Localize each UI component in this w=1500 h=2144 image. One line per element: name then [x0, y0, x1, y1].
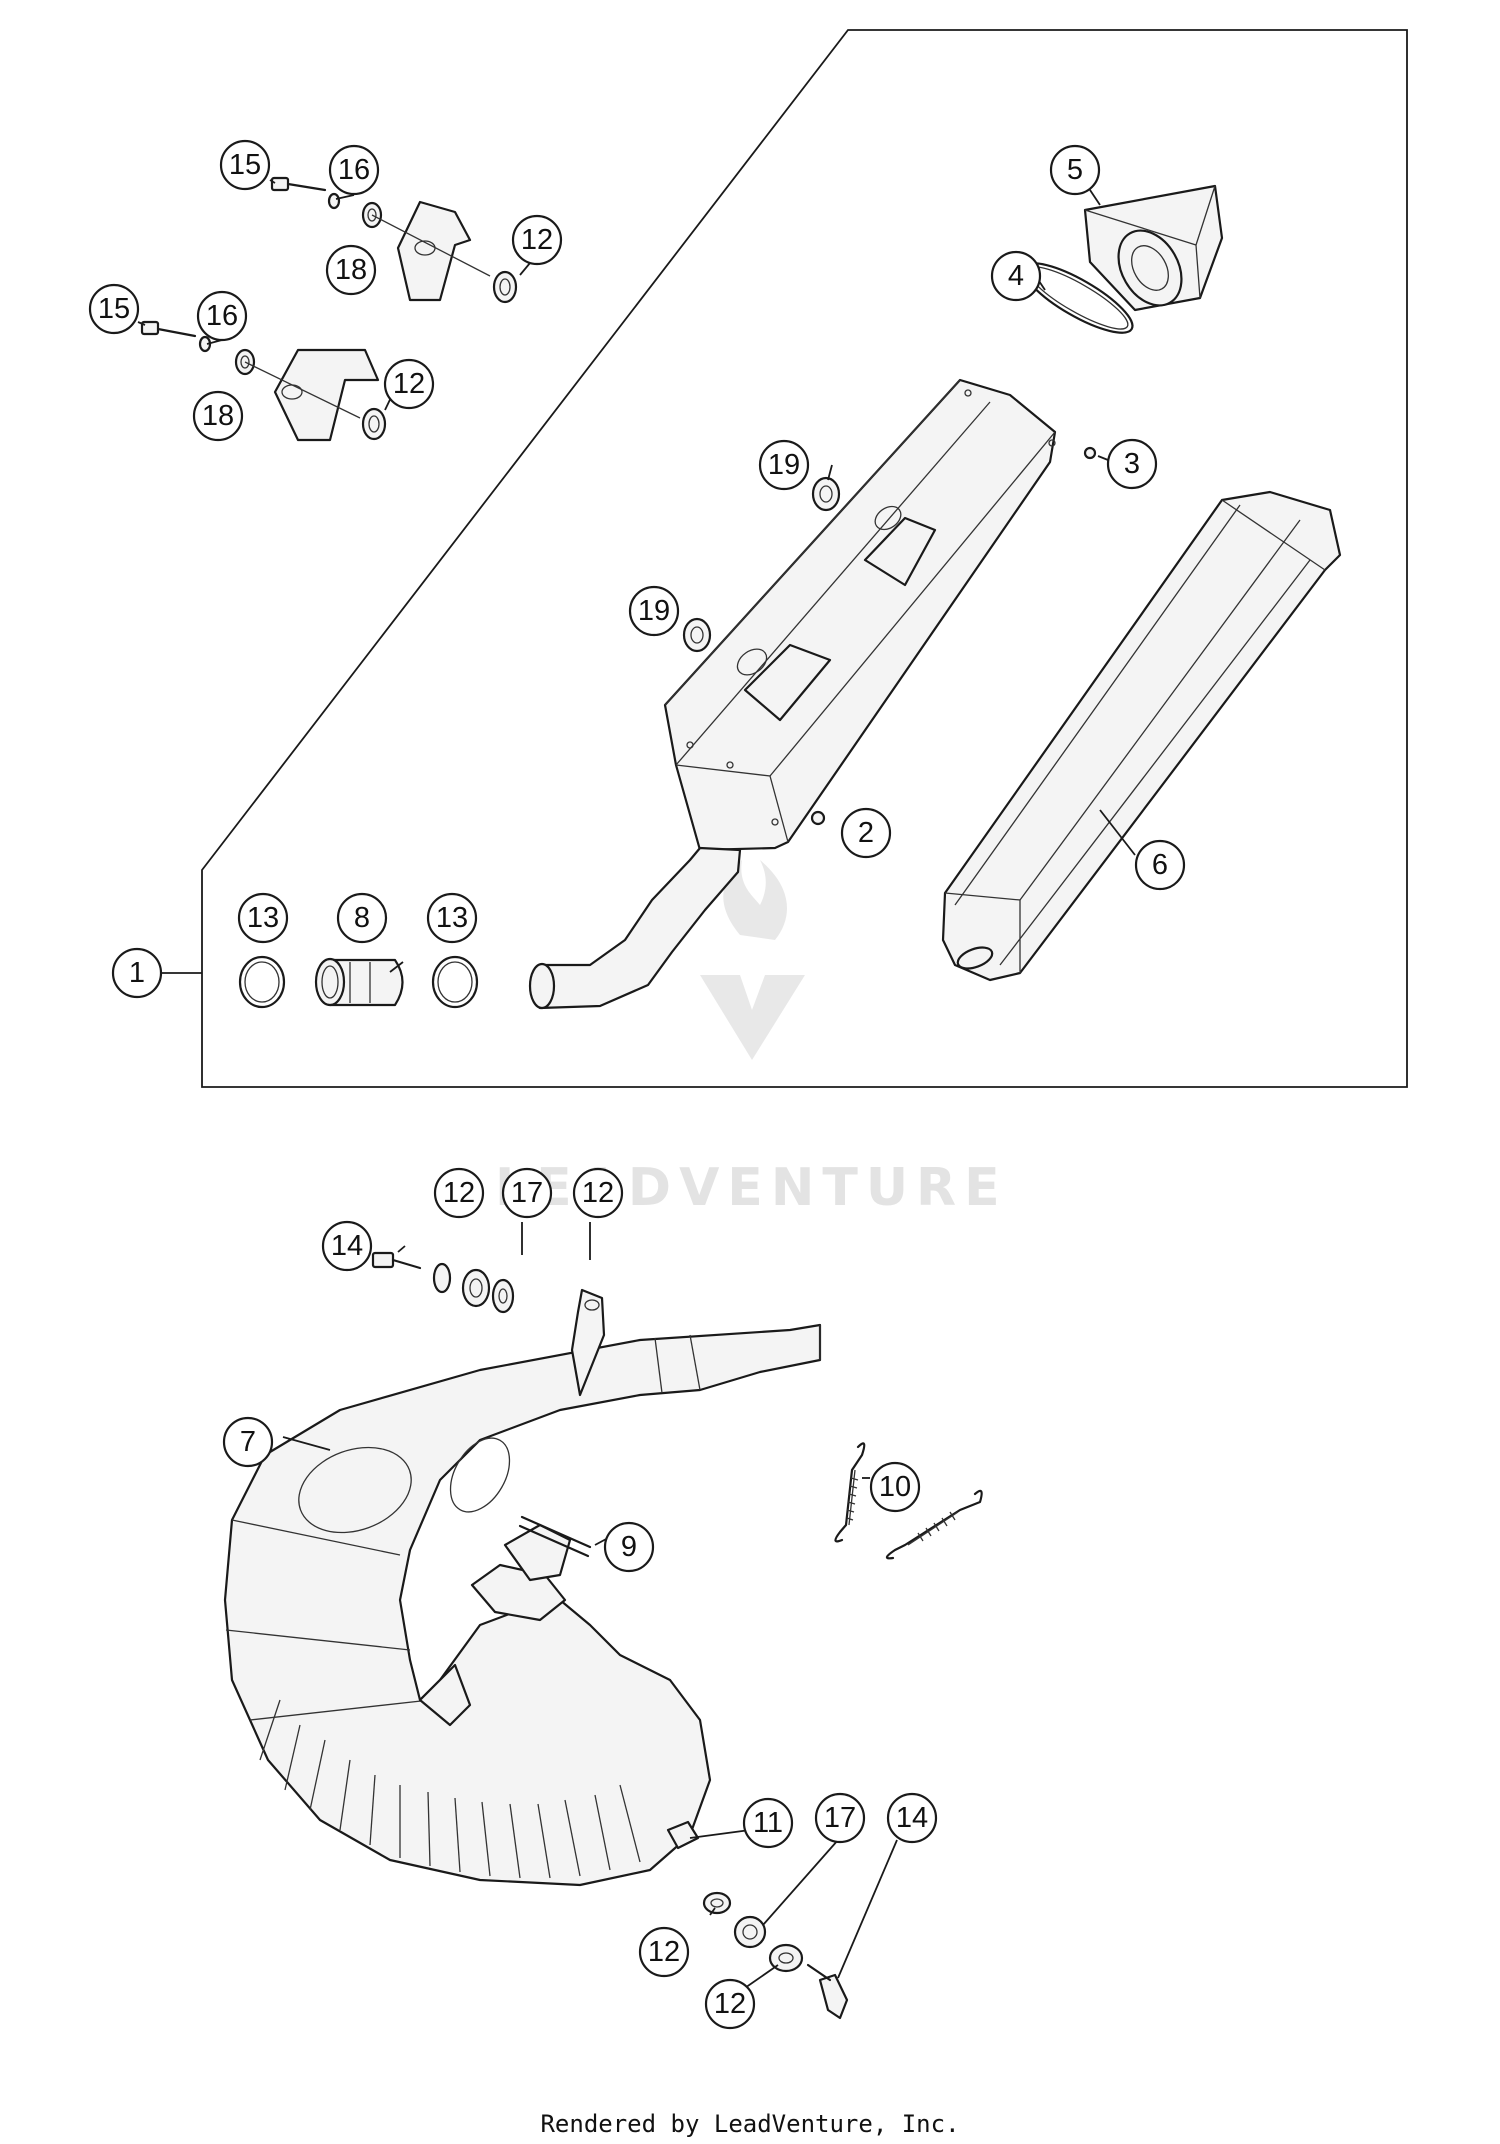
silencer-sleeve	[941, 490, 1342, 982]
svg-text:5: 5	[1067, 154, 1083, 186]
callout-19-lower: 19	[628, 585, 680, 637]
callout-16-upper: 16	[328, 144, 380, 196]
svg-text:12: 12	[393, 368, 425, 400]
springs	[834, 1442, 983, 1560]
callout-12-bracket-lower: 12	[383, 358, 435, 410]
callout-2: 2	[840, 807, 892, 859]
assembly-frame	[201, 29, 1408, 1088]
connector-sleeve	[314, 957, 404, 1007]
svg-text:4: 4	[1008, 260, 1024, 292]
callout-10: 10	[869, 1461, 921, 1513]
callout-12-lower-right: 12	[704, 1978, 756, 2030]
callout-13-right: 13	[426, 892, 478, 944]
grommet-upper	[811, 476, 841, 512]
svg-text:10: 10	[879, 1471, 911, 1503]
svg-text:19: 19	[638, 595, 670, 627]
callout-11: 11	[742, 1797, 794, 1849]
svg-text:15: 15	[229, 149, 261, 181]
end-cap	[1083, 184, 1224, 312]
bracket-assembly-lower	[140, 320, 387, 442]
callout-3: 3	[1106, 438, 1158, 490]
svg-text:12: 12	[714, 1988, 746, 2020]
callout-12-washer-right: 12	[572, 1167, 624, 1219]
svg-text:9: 9	[621, 1531, 637, 1563]
screw-3	[1083, 446, 1097, 460]
callout-6: 6	[1134, 839, 1186, 891]
callout-14-upper: 14	[321, 1220, 373, 1272]
svg-text:13: 13	[247, 902, 279, 934]
hardware-lower	[666, 1820, 849, 2020]
callout-9: 9	[603, 1521, 655, 1573]
callout-7: 7	[222, 1416, 274, 1468]
exhaust-pipe	[223, 1288, 822, 1887]
callout-16-lower: 16	[196, 290, 248, 342]
svg-text:17: 17	[824, 1802, 856, 1834]
svg-text:12: 12	[582, 1177, 614, 1209]
screw-2	[810, 810, 826, 826]
grommet-lower	[682, 617, 712, 653]
svg-text:14: 14	[331, 1230, 363, 1262]
callout-19-upper: 19	[758, 439, 810, 491]
svg-text:12: 12	[443, 1177, 475, 1209]
callout-1: 1	[111, 947, 163, 999]
svg-text:7: 7	[240, 1426, 256, 1458]
svg-text:15: 15	[98, 293, 130, 325]
callout-4: 4	[990, 250, 1042, 302]
o-ring-seal	[518, 1515, 592, 1558]
callout-13-left: 13	[237, 892, 289, 944]
hardware-upper	[371, 1251, 515, 1314]
svg-text:17: 17	[511, 1177, 543, 1209]
callout-14-lower: 14	[886, 1792, 938, 1844]
bracket-assembly-upper	[270, 176, 518, 304]
svg-text:11: 11	[753, 1807, 783, 1839]
svg-text:12: 12	[521, 224, 553, 256]
svg-text:14: 14	[896, 1802, 928, 1834]
callout-12-bracket-upper: 12	[511, 214, 563, 266]
callout-17-upper: 17	[501, 1167, 553, 1219]
svg-text:16: 16	[206, 300, 238, 332]
ring-left	[238, 955, 286, 1009]
svg-text:2: 2	[858, 817, 874, 849]
callout-18-upper: 18	[325, 244, 377, 296]
callout-12-washer-left: 12	[433, 1167, 485, 1219]
ring-right	[431, 955, 479, 1009]
watermark-text: LEADVENTURE	[495, 1158, 1008, 1218]
callout-15-upper: 15	[219, 139, 271, 191]
callout-8: 8	[336, 892, 388, 944]
svg-text:6: 6	[1152, 849, 1168, 881]
callout-5: 5	[1049, 144, 1101, 196]
svg-text:16: 16	[338, 154, 370, 186]
svg-text:12: 12	[648, 1936, 680, 1968]
svg-text:1: 1	[129, 957, 145, 989]
callout-18-lower: 18	[192, 390, 244, 442]
callout-17-lower: 17	[814, 1792, 866, 1844]
svg-text:3: 3	[1124, 448, 1140, 480]
callout-12-lower-left: 12	[638, 1926, 690, 1978]
callout-15-lower: 15	[88, 283, 140, 335]
silencer-body	[528, 378, 1057, 1010]
svg-text:18: 18	[335, 254, 367, 286]
leadventure-watermark-logo	[700, 860, 805, 1060]
svg-text:8: 8	[354, 902, 370, 934]
svg-text:18: 18	[202, 400, 234, 432]
footer-credit: Rendered by LeadVenture, Inc.	[540, 2110, 960, 2138]
svg-text:19: 19	[768, 449, 800, 481]
svg-text:13: 13	[436, 902, 468, 934]
